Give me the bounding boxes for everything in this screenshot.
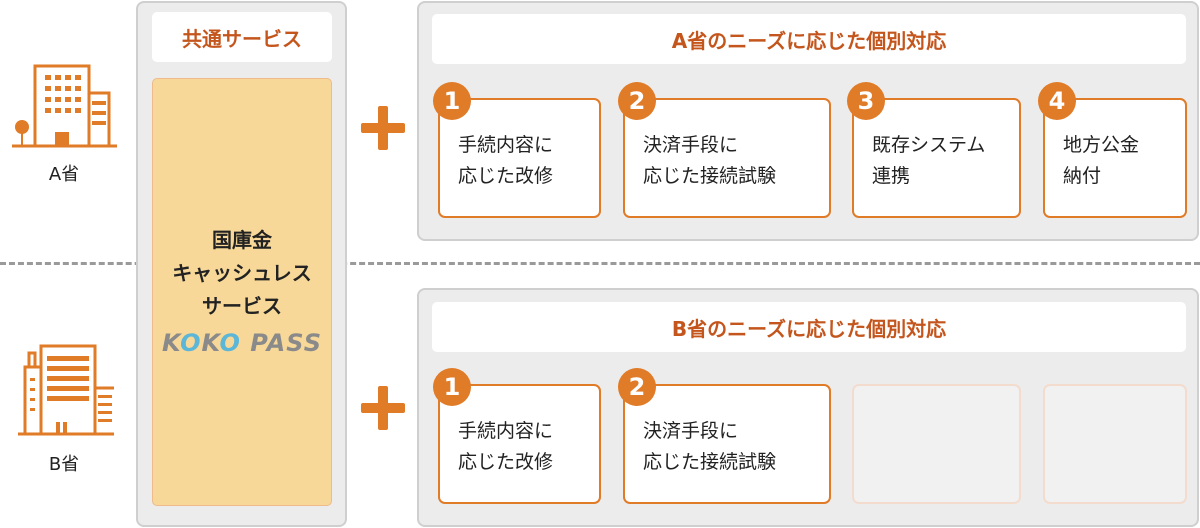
b-item-card: 決済手段に応じた接続試験 xyxy=(623,384,831,504)
empty-item-card xyxy=(852,384,1021,504)
plus-icon xyxy=(361,106,405,150)
a-item-card: 手続内容に応じた改修 xyxy=(438,98,601,218)
item-text: 決済手段に xyxy=(643,420,739,442)
plus-icon xyxy=(361,386,405,430)
item-text: 既存システム xyxy=(872,134,986,156)
a-item-card: 既存システム連携 xyxy=(852,98,1021,218)
kokopass-logo: KOKO PASS xyxy=(162,329,322,357)
number-badge: 3 xyxy=(847,82,885,120)
item-text: 応じた接続試験 xyxy=(643,165,777,187)
number-badge: 4 xyxy=(1038,82,1076,120)
empty-item-card xyxy=(1043,384,1187,504)
item-text: 応じた改修 xyxy=(458,165,554,187)
service-line: キャッシュレス xyxy=(172,261,312,285)
service-line: サービス xyxy=(202,294,282,318)
a-panel-title: A省のニーズに応じた個別対応 xyxy=(432,14,1186,64)
item-text: 手続内容に xyxy=(458,134,554,156)
province-label-b: B省 xyxy=(48,454,80,475)
a-item-card: 地方公金納付 xyxy=(1043,98,1187,218)
office-building-icon xyxy=(18,344,114,436)
item-text: 応じた改修 xyxy=(458,451,554,473)
number-badge: 1 xyxy=(433,82,471,120)
item-text: 連携 xyxy=(872,165,911,187)
item-text: 納付 xyxy=(1063,165,1102,187)
item-text: 地方公金 xyxy=(1063,134,1140,156)
divider-dashed-line xyxy=(0,262,1200,265)
service-line: 国庫金 xyxy=(212,228,272,252)
office-building-icon xyxy=(12,64,117,148)
number-badge: 1 xyxy=(433,368,471,406)
number-badge: 2 xyxy=(618,82,656,120)
common-service-title: 共通サービス xyxy=(152,12,332,62)
cashless-service-panel: 国庫金 キャッシュレス サービス KOKO PASS xyxy=(152,78,332,506)
a-item-card: 決済手段に応じた接続試験 xyxy=(623,98,831,218)
item-text: 手続内容に xyxy=(458,420,554,442)
b-item-card: 手続内容に応じた改修 xyxy=(438,384,601,504)
b-panel-title: B省のニーズに応じた個別対応 xyxy=(432,302,1186,352)
number-badge: 2 xyxy=(618,368,656,406)
item-text: 応じた接続試験 xyxy=(643,451,777,473)
province-label-a: A省 xyxy=(48,164,80,185)
item-text: 決済手段に xyxy=(643,134,739,156)
